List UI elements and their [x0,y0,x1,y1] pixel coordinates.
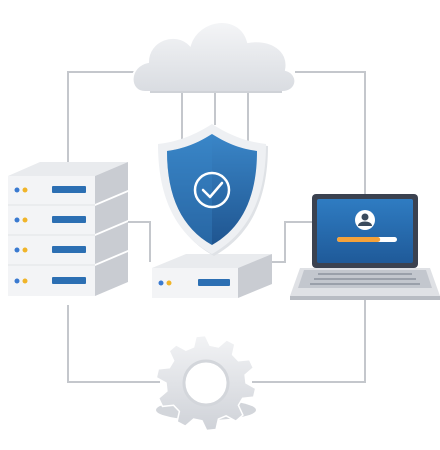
gear-icon [155,334,257,432]
server-rack-unit [8,192,128,234]
checkmark-icon [201,181,224,199]
server-rack-unit [8,222,128,264]
server-unit-icon [152,254,272,298]
server-rack-unit [8,252,128,296]
laptop-icon [290,194,440,300]
server-rack-unit [8,162,128,204]
laptop-screen [317,199,413,263]
keyboard [310,273,420,285]
cloud-icon [131,21,297,93]
login-progress-bar [337,237,381,242]
check-circle-icon [193,171,231,209]
security-shield-icon [158,124,268,256]
server-rack-icon [8,162,128,296]
connection-lines [67,71,366,383]
